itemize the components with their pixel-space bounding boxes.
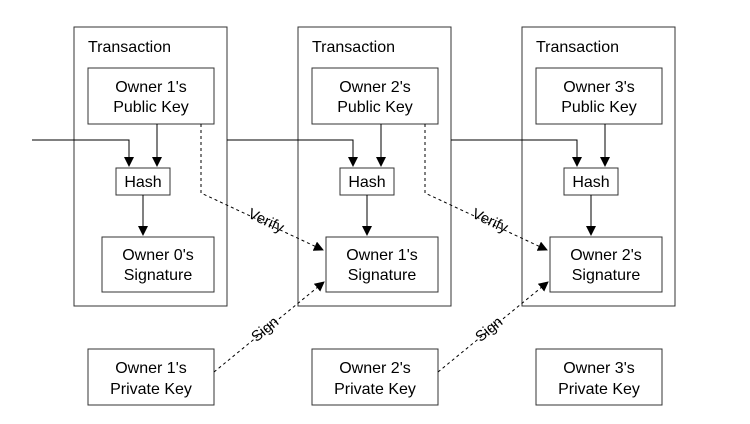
public-key-label-1: Public Key	[337, 99, 413, 116]
sign-label-0: Sign	[248, 313, 282, 345]
private-key-label-2: Private Key	[558, 381, 640, 398]
chain-arrow-into-hash-0	[32, 139, 134, 167]
verify-arrow-1	[424, 124, 548, 251]
hash-label-0: Hash	[124, 174, 161, 191]
private-key-box-2	[535, 348, 663, 406]
private-key-box-0	[87, 348, 215, 406]
signature-box-1	[325, 236, 439, 293]
verify-label-0: Verify	[245, 205, 287, 236]
signature-owner-2: Owner 2's	[570, 247, 642, 264]
signature-box-2	[549, 236, 663, 293]
signature-owner-1: Owner 1's	[346, 247, 418, 264]
public-key-box-0	[87, 67, 215, 125]
signature-box-0	[101, 236, 215, 293]
signature-owner-0: Owner 0's	[122, 247, 194, 264]
private-key-owner-2: Owner 3's	[563, 360, 635, 377]
sign-label-1: Sign	[472, 313, 506, 345]
transaction-title-0: Transaction	[88, 39, 171, 56]
verify-arrow-0	[200, 124, 324, 251]
private-key-label-1: Private Key	[334, 381, 416, 398]
public-key-box-1	[311, 67, 439, 125]
private-key-box-1	[311, 348, 439, 406]
chain-arrow-into-hash-2	[451, 139, 582, 167]
public-key-box-2	[535, 67, 663, 125]
public-key-owner-1: Owner 2's	[339, 79, 411, 96]
hash-label-1: Hash	[348, 174, 385, 191]
private-key-owner-0: Owner 1's	[115, 360, 187, 377]
verify-label-1: Verify	[469, 205, 511, 236]
chain-arrow-into-hash-1	[227, 139, 358, 167]
transaction-title-1: Transaction	[312, 39, 395, 56]
signature-label-0: Signature	[124, 267, 193, 284]
hash-label-2: Hash	[572, 174, 609, 191]
signature-label-2: Signature	[572, 267, 641, 284]
transaction-title-2: Transaction	[536, 39, 619, 56]
hash-box-1	[339, 167, 395, 196]
signature-label-1: Signature	[348, 267, 417, 284]
private-key-label-0: Private Key	[110, 381, 192, 398]
public-key-owner-0: Owner 1's	[115, 79, 187, 96]
private-key-owner-1: Owner 2's	[339, 360, 411, 377]
public-key-label-2: Public Key	[561, 99, 637, 116]
public-key-label-0: Public Key	[113, 99, 189, 116]
public-key-owner-2: Owner 3's	[563, 79, 635, 96]
